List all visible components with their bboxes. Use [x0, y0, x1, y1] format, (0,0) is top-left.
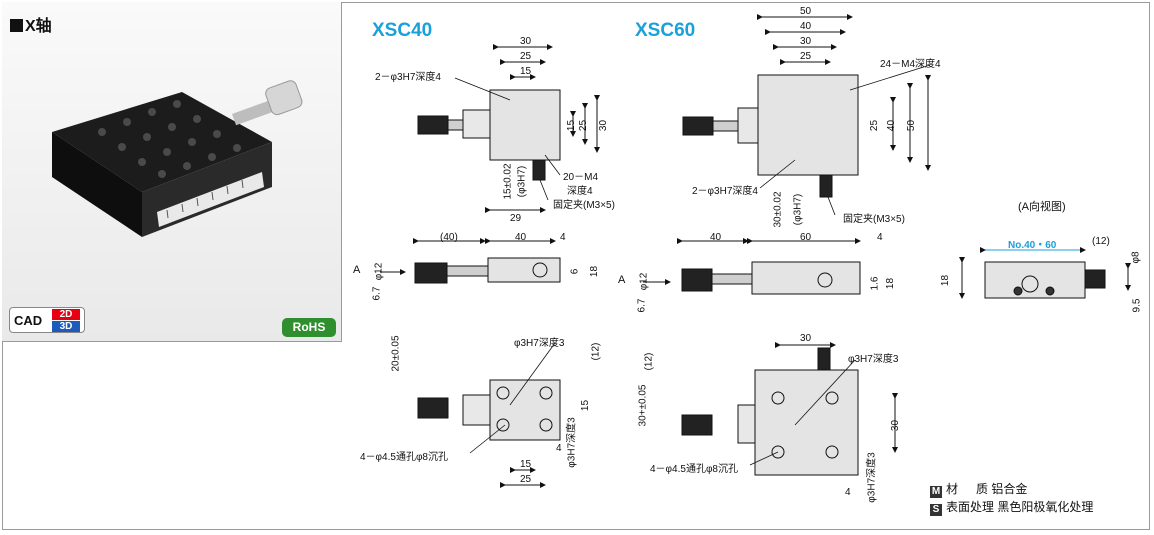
aview-dim-18: 18: [940, 274, 952, 287]
xsc60-clamp-note: 固定夹(M3×5): [843, 214, 905, 225]
xsc40-bottom-right-dim: (12): [590, 342, 602, 361]
xsc60-bottom-hole: φ3H7深度3: [848, 354, 899, 365]
xsc60-counterbore: 4－φ4.5通孔φ8沉孔: [650, 464, 738, 475]
xsc60-side-67: 6.7: [636, 298, 648, 313]
material-badge-icon: M: [930, 486, 942, 498]
xsc40-side-6: 6: [569, 268, 581, 275]
xsc40-bottom-hole: φ3H7深度3: [514, 338, 565, 349]
xsc60-bottom-side-dim: 4: [845, 487, 851, 498]
xsc40-vert-hole: (φ3H7): [516, 165, 528, 198]
model-title-xsc40: XSC40: [372, 20, 433, 41]
cad-3d-label: 3D: [52, 321, 80, 332]
xsc60-bottom-left-dim2: (12): [643, 352, 655, 371]
xsc60-vert-hole: (φ3H7): [792, 193, 804, 226]
xsc40-counterbore: 4－φ4.5通孔φ8沉孔: [360, 452, 448, 463]
xsc40-tap-depth: 深度4: [567, 186, 593, 197]
xsc40-side-18: 18: [589, 265, 601, 278]
xsc40-bottom-dim: 29: [510, 213, 522, 224]
xsc40-dim-15: 15: [520, 66, 532, 77]
product-photo-panel: X轴 CAD 2D 3D RoHS: [2, 2, 342, 342]
xsc60-bottom-left-dim: 30+±0.05: [637, 384, 649, 427]
xsc40-bottom-side-dim: 4: [556, 443, 562, 454]
xsc60-dim-25: 25: [800, 51, 812, 62]
xsc40-side-67: 6.7: [371, 286, 383, 301]
cad-2d-label: 2D: [52, 309, 80, 320]
surface-badge-icon: S: [930, 504, 942, 516]
xsc40-side-dim-40: 40: [515, 232, 527, 243]
xsc60-right-dim-50: 50: [906, 119, 918, 132]
xsc40-right-dim-15: 15: [566, 119, 578, 132]
xsc60-side-dim-4: 4: [877, 232, 883, 243]
xsc40-clamp-note: 固定夹(M3×5): [553, 200, 615, 211]
xsc40-arrow-a: A: [353, 264, 361, 276]
xsc40-tap-note: 20－M4: [563, 172, 599, 183]
xsc60-side-16: 1.6: [869, 276, 881, 291]
xsc40-vert-tol: 15±0.02: [502, 163, 514, 200]
xsc60-right-dim-40: 40: [886, 119, 898, 132]
aview-title: (A向视图): [1018, 201, 1066, 213]
xsc60-dim-40: 40: [800, 21, 812, 32]
xsc40-bottom-dim-15: 15: [520, 459, 532, 470]
xsc40-bottom-depth: φ3H7深度3: [566, 417, 578, 468]
xsc40-side-phi12: φ12: [373, 262, 385, 281]
product-photo: [52, 80, 303, 237]
aview-dim-12: (12): [1092, 236, 1110, 247]
aview-no-label: No.40・60: [1008, 240, 1057, 251]
aview-dim-95: 9.5: [1131, 298, 1143, 313]
section-title: X轴: [10, 12, 52, 36]
xsc60-arrow-a: A: [618, 274, 626, 286]
xsc60-bottom-right-dim: 30: [890, 419, 902, 432]
cad-badge[interactable]: CAD 2D 3D: [9, 307, 85, 333]
xsc60-right-dim-25: 25: [869, 119, 881, 132]
xsc60-dim-30: 30: [800, 36, 812, 47]
xsc40-hole-note: 2－φ3H7深度4: [375, 72, 441, 83]
aview-dim-phi8: φ8: [1130, 251, 1142, 264]
xsc40-dim-30: 30: [520, 36, 532, 47]
xsc40-side-dim-40p: (40): [440, 232, 458, 243]
xsc40-bottom-left-dim: 20±0.05: [390, 335, 402, 372]
square-bullet-icon: [10, 19, 23, 32]
xsc40-bottom-dim-25: 25: [520, 474, 532, 485]
xsc60-side-dim-60: 60: [800, 232, 812, 243]
xsc60-side-dim-40: 40: [710, 232, 722, 243]
xsc60-bottom-top-dim: 30: [800, 333, 812, 344]
cad-label: CAD: [14, 313, 43, 328]
xsc60-hole-note: 2－φ3H7深度4: [692, 186, 758, 197]
xsc60-bottom-depth: φ3H7深度3: [866, 452, 878, 503]
xsc40-right-dim-30: 30: [598, 119, 610, 132]
xsc60-side-phi12: φ12: [638, 272, 650, 291]
xsc40-side-dim-4: 4: [560, 232, 566, 243]
xsc40-dim-25: 25: [520, 51, 532, 62]
xsc60-vert-tol: 30±0.02: [772, 191, 784, 228]
xsc60-side-18: 18: [885, 277, 897, 290]
xsc40-right-dim-25: 25: [578, 119, 590, 132]
model-title-xsc60: XSC60: [635, 20, 696, 41]
rohs-badge: RoHS: [282, 318, 336, 337]
xsc40-bottom-right-dim2: 15: [580, 399, 592, 412]
xsc60-dim-50: 50: [800, 6, 812, 17]
xsc60-tap-note: 24－M4深度4: [880, 59, 941, 70]
